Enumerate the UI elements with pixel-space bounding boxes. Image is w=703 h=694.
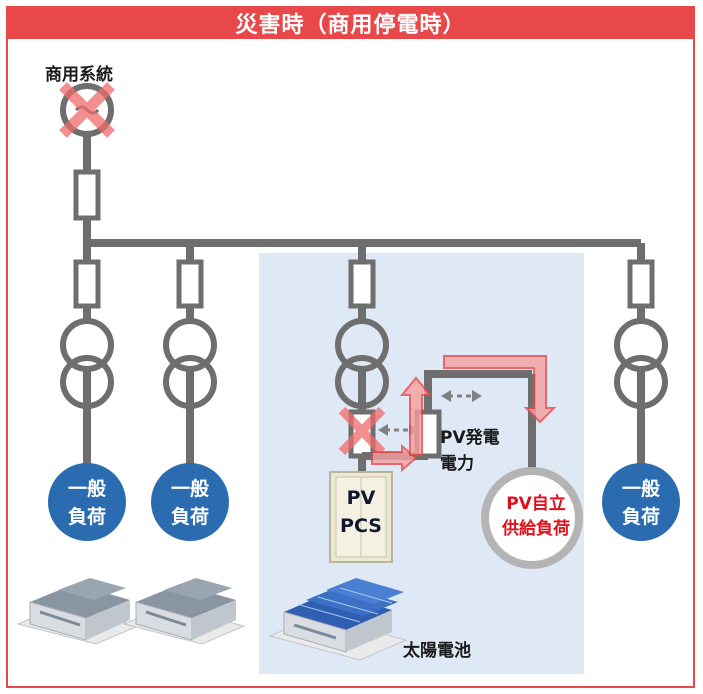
power-flow-dashed-arrow-icon bbox=[385, 394, 475, 432]
feeder-general-3 bbox=[602, 243, 680, 541]
factory-building-icon-1 bbox=[16, 578, 140, 645]
pv-generation-line1: PV発電 bbox=[440, 428, 500, 448]
general-load-3-line1: 一般 bbox=[621, 478, 660, 500]
pv-generation-line2: 電力 bbox=[440, 454, 474, 474]
general-load-2: 一般 負荷 bbox=[150, 475, 230, 531]
main-breaker bbox=[73, 169, 101, 221]
pv-pcs-cabinet bbox=[329, 471, 393, 563]
general-load-3-line2: 負荷 bbox=[621, 506, 660, 528]
factory-building-icon-2 bbox=[122, 578, 246, 645]
general-load-1-line2: 負荷 bbox=[67, 506, 106, 528]
pcs-line2: PCS bbox=[340, 515, 382, 537]
feeder-general-2 bbox=[151, 243, 229, 541]
pcs-line1: PV bbox=[346, 487, 376, 509]
general-load-2-line2: 負荷 bbox=[170, 506, 209, 528]
pv-breaker-open-cross-icon bbox=[338, 406, 386, 456]
general-load-1: 一般 負荷 bbox=[47, 475, 127, 531]
pv-self-line1: PV自立 bbox=[506, 494, 566, 514]
pv-supply-flow-arrow-icon bbox=[371, 355, 557, 473]
pv-self-supply-load bbox=[481, 467, 583, 569]
general-load-1-line1: 一般 bbox=[67, 478, 106, 500]
solar-factory-icon bbox=[268, 578, 408, 661]
grid-label: 商用系統 bbox=[45, 65, 113, 85]
feeder-general-1 bbox=[48, 243, 126, 541]
pv-self-line2: 供給負荷 bbox=[502, 519, 570, 539]
general-load-3: 一般 負荷 bbox=[601, 475, 681, 531]
solar-panel-label: 太陽電池 bbox=[403, 641, 471, 661]
page-title: 災害時（商用停電時） bbox=[6, 6, 695, 39]
pv-self-supply-label: PV自立 供給負荷 bbox=[486, 492, 586, 542]
pv-generation-label: PV発電 電力 bbox=[440, 425, 500, 477]
grid-failure-cross-icon bbox=[59, 82, 115, 138]
pv-pcs-label: PV PCS bbox=[333, 484, 389, 540]
general-load-2-line1: 一般 bbox=[170, 478, 209, 500]
